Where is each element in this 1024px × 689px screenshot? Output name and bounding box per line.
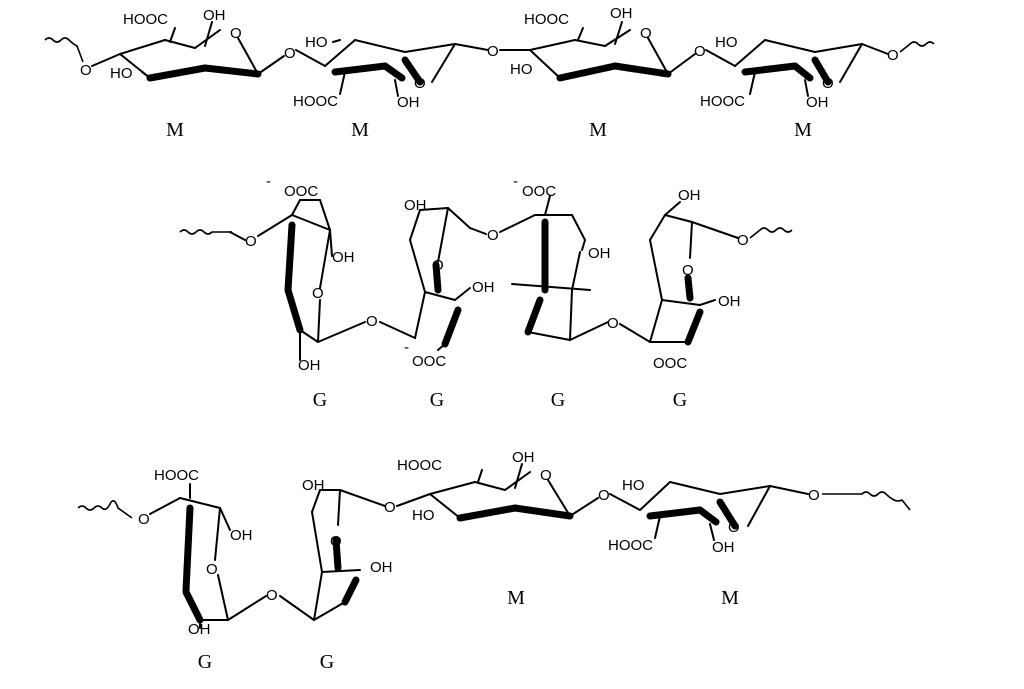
hydroxyl-label: OH <box>302 477 325 494</box>
m-unit-4: HO HOOC OH O <box>700 34 889 111</box>
link-oxygen: O <box>266 587 278 604</box>
ring-oxygen: O <box>822 75 834 92</box>
ring-oxygen: O <box>682 262 694 279</box>
carboxyl-label: OOC <box>653 355 687 372</box>
charge-label: - <box>513 173 518 190</box>
link-oxygen: O <box>607 315 619 332</box>
carboxyl-label: HOOC <box>700 93 745 110</box>
hydroxyl-label: HO <box>622 477 645 494</box>
hydroxyl-label: OH <box>472 279 495 296</box>
link-oxygen: O <box>487 43 499 60</box>
row-ggmm: O HOOC OH O OH O <box>77 449 911 673</box>
ring-oxygen: O <box>432 257 444 274</box>
row-mmmm: O HOOC OH O HO O <box>44 5 935 141</box>
hydroxyl-label: OH <box>230 527 253 544</box>
unit-letter: M <box>721 587 739 609</box>
unit-letter: M <box>794 119 812 141</box>
unit-letter: G <box>313 389 327 411</box>
link-oxygen: O <box>808 487 820 504</box>
ring-oxygen: O <box>230 25 242 42</box>
ring-oxygen: O <box>728 519 740 536</box>
link-oxygen: O <box>80 62 92 79</box>
unit-letter: M <box>166 119 184 141</box>
hydroxyl-label: HO <box>110 65 133 82</box>
hydroxyl-label: OH <box>203 7 226 24</box>
carboxyl-label: OOC <box>412 353 446 370</box>
ring-oxygen: O <box>540 467 552 484</box>
hydroxyl-label: OH <box>298 357 321 374</box>
carboxyl-label: OOC <box>522 183 556 200</box>
hydroxyl-label: OH <box>188 621 211 638</box>
carboxyl-label: HOOC <box>524 11 569 28</box>
unit-letter: G <box>551 389 565 411</box>
carboxyl-label: HOOC <box>293 93 338 110</box>
unit-letter: G <box>673 389 687 411</box>
hydroxyl-label: OH <box>512 449 535 466</box>
hydroxyl-label: HO <box>412 507 435 524</box>
g-unit-1: OOC - OH O OH <box>257 173 366 374</box>
ring-oxygen: O <box>206 561 218 578</box>
unit-letter: G <box>320 651 334 673</box>
hydroxyl-label: OH <box>404 197 427 214</box>
hydroxyl-label: HO <box>510 61 533 78</box>
ring-oxygen: O <box>330 533 342 550</box>
g-unit-3: OOC - OH <box>511 173 611 341</box>
m-unit-2: HO HOOC OH O <box>293 34 489 111</box>
chain-end-right <box>822 491 911 511</box>
link-oxygen: O <box>887 47 899 64</box>
link-oxygen: O <box>245 233 257 250</box>
charge-label: - <box>266 173 271 190</box>
carboxyl-label: HOOC <box>154 467 199 484</box>
unit-letter: M <box>507 587 525 609</box>
ring-oxygen: O <box>312 285 324 302</box>
hydroxyl-label: HO <box>305 34 328 51</box>
link-oxygen: O <box>737 232 749 249</box>
ring-oxygen: O <box>640 25 652 42</box>
chain-end-right <box>749 227 793 239</box>
ring-oxygen: O <box>414 75 426 92</box>
m-unit-r3-4: HO HOOC OH O <box>608 477 809 556</box>
hydroxyl-label: OH <box>678 187 701 204</box>
g-unit-r3-2: OH O OH <box>302 477 393 621</box>
unit-letter: G <box>430 389 444 411</box>
hydroxyl-label: OH <box>610 5 633 22</box>
charge-label: - <box>404 339 409 356</box>
hydroxyl-label: HO <box>715 34 738 51</box>
g-unit-r3-1: HOOC OH O OH <box>154 467 267 638</box>
chain-end-left <box>179 229 232 235</box>
m-unit-3: HOOC OH O HO <box>499 5 696 82</box>
link-oxygen: O <box>138 511 150 528</box>
link-oxygen: O <box>366 313 378 330</box>
hydroxyl-label: OH <box>806 94 829 111</box>
m-unit-r3-3: HOOC OH O HO <box>397 449 599 524</box>
hydroxyl-label: OH <box>397 94 420 111</box>
hydroxyl-label: OH <box>332 249 355 266</box>
carboxyl-label: OOC <box>284 183 318 200</box>
hydroxyl-label: OH <box>718 293 741 310</box>
link-oxygen: O <box>384 499 396 516</box>
g-unit-4: OH O OH OOC <box>649 187 741 372</box>
unit-letter: M <box>589 119 607 141</box>
hydroxyl-label: OH <box>588 245 611 262</box>
g-unit-2: OH O OH OOC - <box>404 197 495 370</box>
hydroxyl-label: OH <box>370 559 393 576</box>
link-oxygen: O <box>598 487 610 504</box>
link-oxygen: O <box>284 45 296 62</box>
row-gggg: O OOC - OH O OH O <box>179 173 793 411</box>
m-unit-1: HOOC OH O HO <box>110 7 285 82</box>
hydroxyl-label: OH <box>712 539 735 556</box>
unit-letter: M <box>351 119 369 141</box>
carboxyl-label: HOOC <box>608 537 653 554</box>
chain-end-left <box>77 500 133 519</box>
unit-letter: G <box>198 651 212 673</box>
link-oxygen: O <box>487 227 499 244</box>
chain-end-left <box>44 37 84 63</box>
carboxyl-label: HOOC <box>397 457 442 474</box>
chain-end-right <box>899 41 935 53</box>
link-oxygen: O <box>694 43 706 60</box>
carboxyl-label: HOOC <box>123 11 168 28</box>
